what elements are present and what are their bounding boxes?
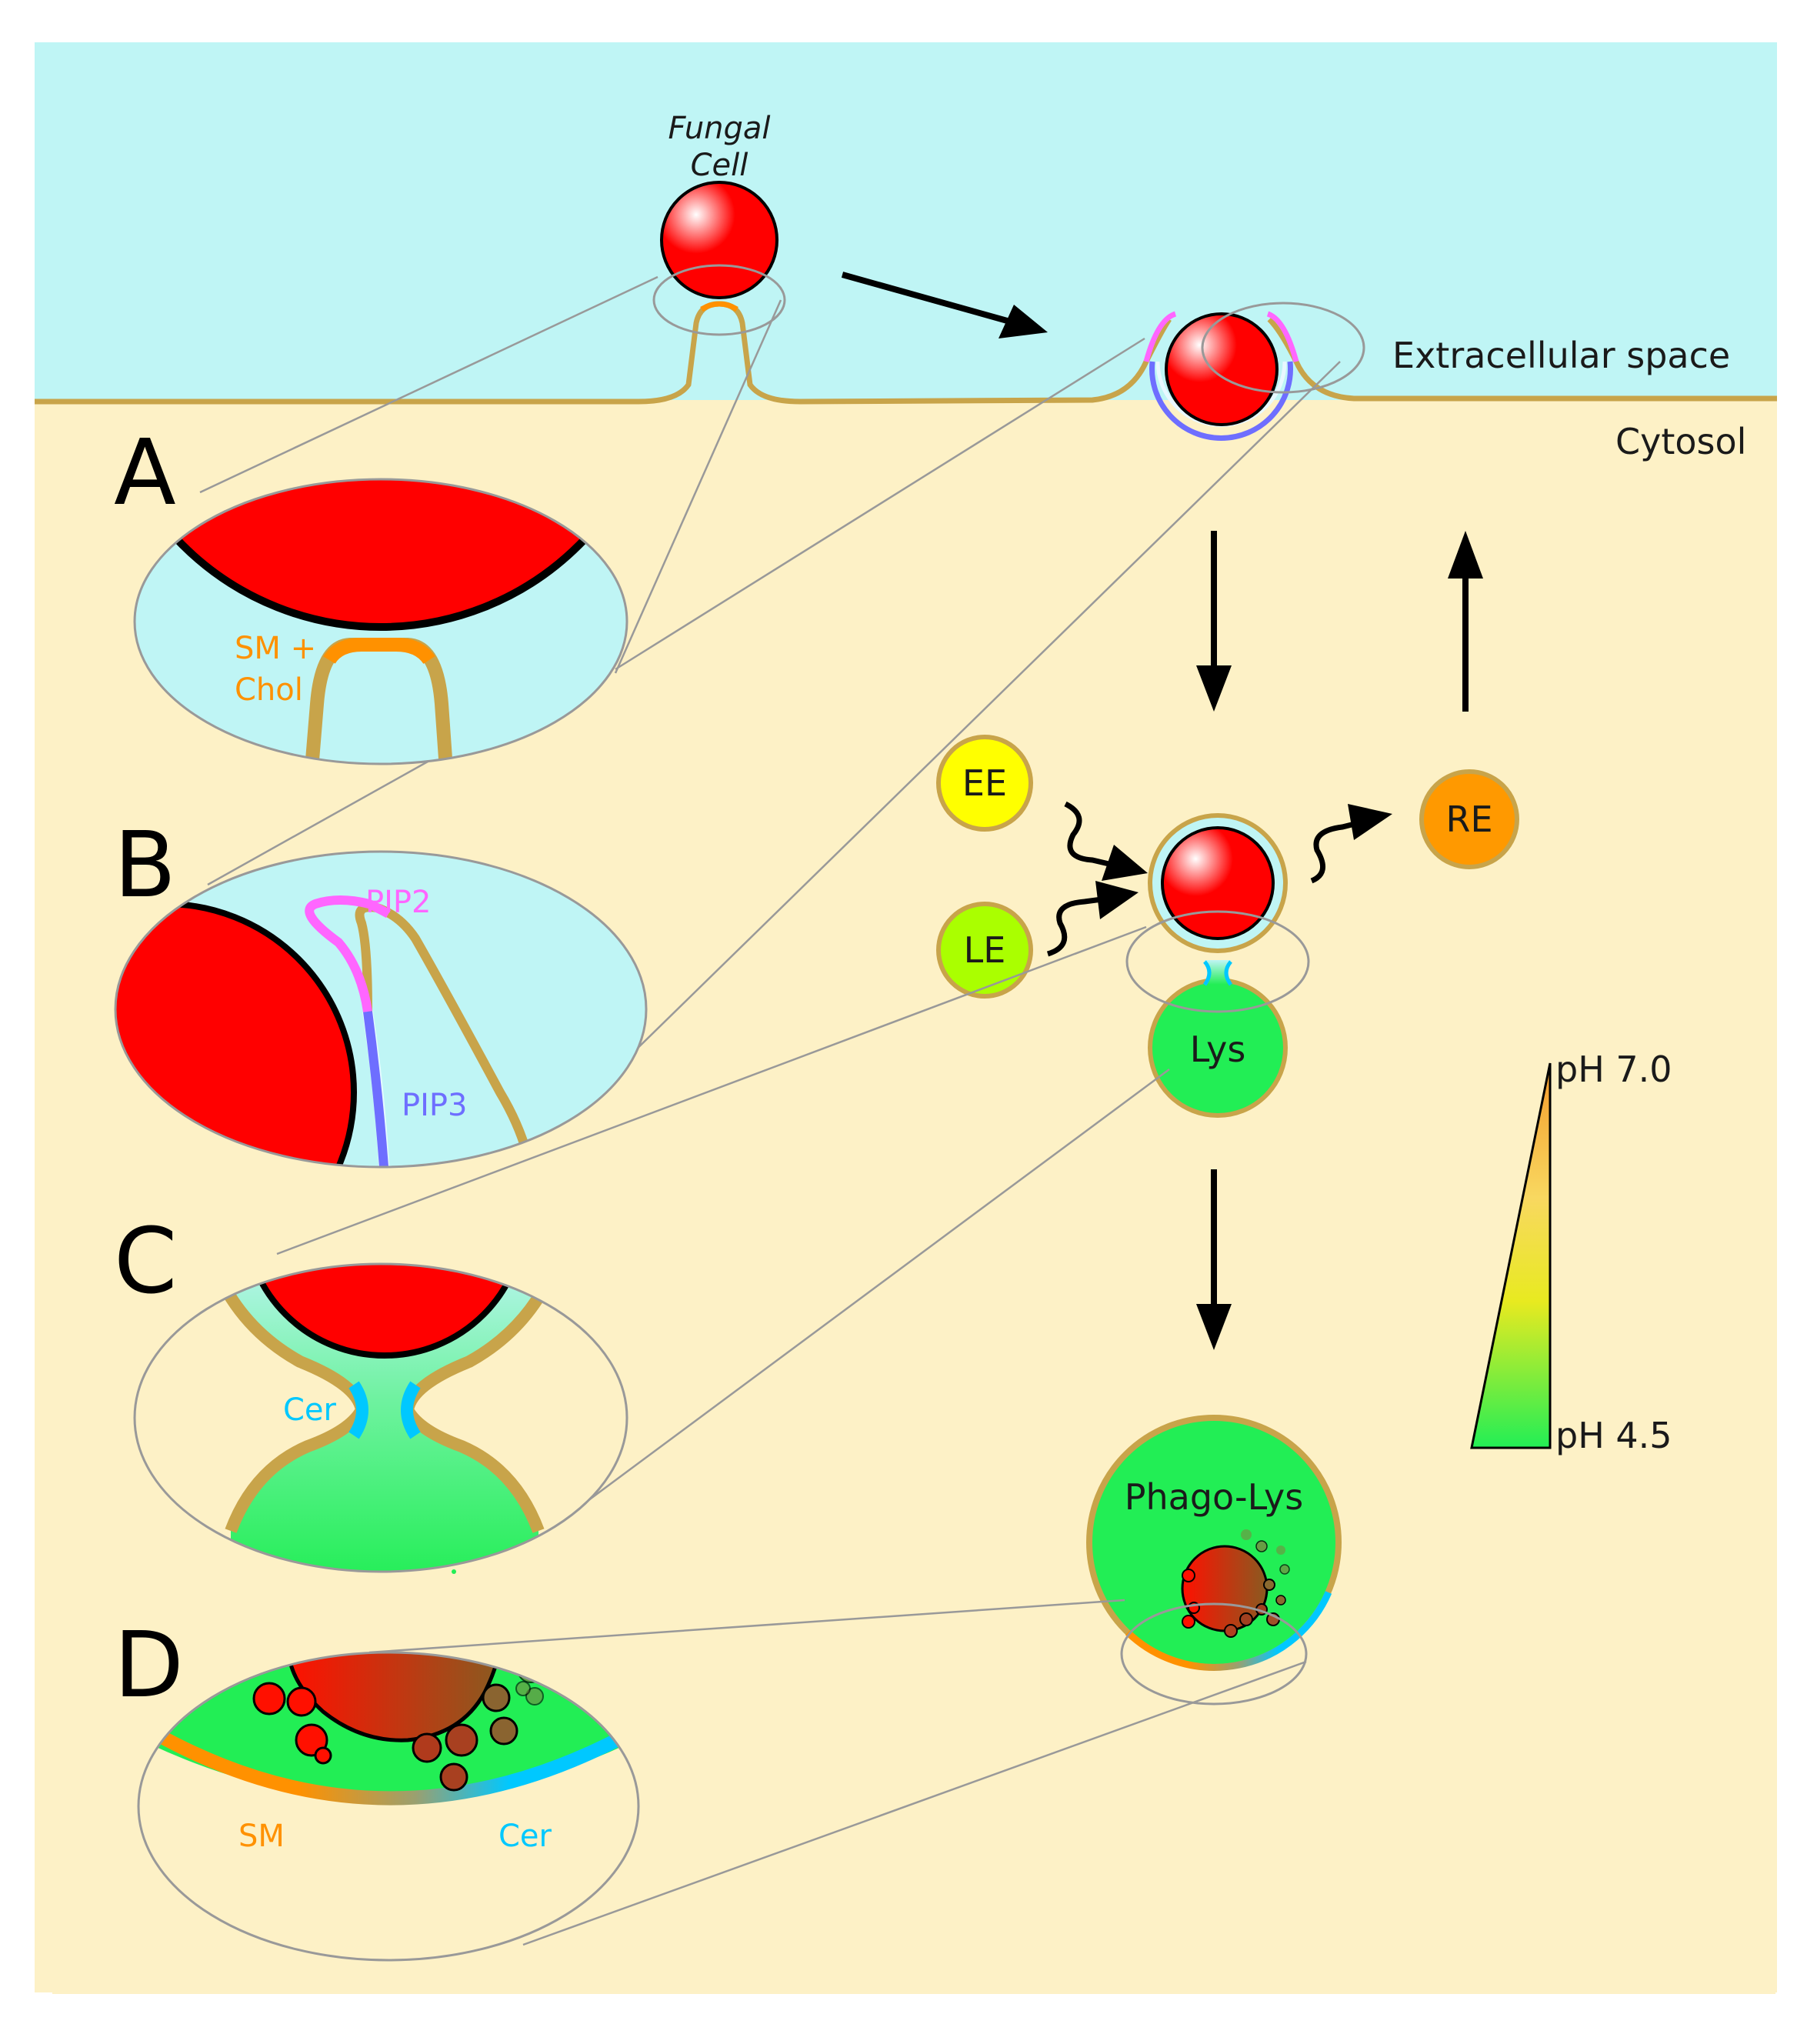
cytosol-region-bottom	[52, 1969, 1775, 1994]
fusion-neck-cer-left	[1202, 960, 1212, 986]
arrow-down-2-head	[1196, 1304, 1232, 1350]
fungal-cell-top	[660, 181, 778, 299]
cup-pip2-left	[1143, 311, 1177, 362]
panel-b-membrane	[355, 902, 535, 1167]
zoom-ring-b	[1201, 302, 1365, 394]
late-endosome	[936, 902, 1033, 999]
fungal-cell-label-line1: Fungal	[668, 111, 770, 146]
zoom-ring-d	[1120, 1602, 1308, 1706]
plasma-membrane-right	[1267, 317, 1777, 402]
fungal-cell-cup	[1165, 312, 1279, 426]
plasma-membrane	[35, 301, 1172, 405]
zoom-ring-a	[652, 264, 786, 336]
zoom-connectors	[199, 275, 1341, 1946]
panel-b-letter: B	[114, 812, 176, 918]
zoom-ring-c	[1125, 910, 1310, 1013]
early-endosome-label: EE	[962, 762, 1007, 804]
recycling-endosome-label: RE	[1445, 799, 1492, 840]
arrow-up-head	[1448, 531, 1483, 579]
panel-c-lumen	[208, 1264, 562, 1572]
fungal-cell-phagosome	[1161, 826, 1275, 940]
panel-b: B PIP2 PIP3	[114, 812, 648, 1169]
phagolysosome-sm-cer-arc	[1125, 1591, 1332, 1671]
stray-dot	[452, 1569, 456, 1574]
panel-a-sm-chol-tip	[323, 638, 435, 665]
late-endosome-label: LE	[964, 929, 1006, 971]
panel-d-sm-cer-membrane	[154, 1729, 631, 1806]
wavy-arrow-re	[1310, 820, 1359, 884]
panel-d-lipid-left: SM	[238, 1819, 285, 1854]
wavy-arrow-le-head	[1095, 881, 1139, 919]
arrow-to-cup-head	[999, 305, 1048, 338]
phagolysosome-label: Phago-Lys	[1125, 1476, 1303, 1518]
lysosome-label: Lys	[1190, 1029, 1246, 1070]
extracellular-space-label: Extracellular space	[1392, 335, 1730, 376]
panel-a-lipid-line2: Chol	[235, 672, 303, 708]
early-endosome	[936, 735, 1033, 832]
wavy-arrow-le	[1046, 895, 1109, 957]
protrusion-tip-orange	[700, 301, 738, 312]
panel-b-pip2-segment	[305, 895, 392, 1012]
fusion-neck	[1205, 960, 1231, 985]
arrow-to-cup	[841, 272, 1017, 326]
panel-c-lipid: Cer	[283, 1392, 337, 1428]
panel-a-lipid-line1: SM +	[235, 631, 316, 666]
extracellular-space	[35, 42, 1777, 404]
degraded-fungal-cell-small	[1181, 1529, 1290, 1638]
cup-pip2-right	[1266, 311, 1299, 362]
panel-c-cer-right	[401, 1381, 421, 1439]
arrow-down-1-head	[1196, 665, 1232, 712]
ph-gradient-triangle	[1470, 1062, 1552, 1449]
cup-pip3-ring	[1149, 361, 1293, 441]
panel-c-letter: C	[114, 1208, 177, 1314]
wavy-arrow-ee	[1064, 801, 1116, 869]
panel-c: C Cer	[114, 1208, 628, 1573]
panel-b-pip3-segment	[363, 1011, 389, 1167]
ph-low-label: pH 4.5	[1555, 1415, 1672, 1456]
panel-d-letter: D	[114, 1612, 184, 1718]
fungal-cell-label-line2: Cell	[691, 148, 748, 183]
panel-b-lipid-bottom: PIP3	[402, 1088, 468, 1123]
panel-a-letter: A	[114, 419, 176, 525]
fusion-neck-cer-right	[1224, 960, 1233, 986]
wavy-arrow-re-head	[1348, 804, 1392, 840]
wavy-arrow-ee-head	[1102, 845, 1148, 881]
recycling-endosome	[1419, 769, 1519, 869]
panel-c-fungal-cell	[242, 1264, 528, 1359]
panel-b-lipid-top: PIP2	[365, 885, 432, 920]
cytosol-label: Cytosol	[1615, 421, 1746, 462]
panel-c-cer-left	[348, 1381, 368, 1439]
ph-high-label: pH 7.0	[1555, 1049, 1672, 1090]
panel-d-lipid-right: Cer	[498, 1819, 552, 1854]
